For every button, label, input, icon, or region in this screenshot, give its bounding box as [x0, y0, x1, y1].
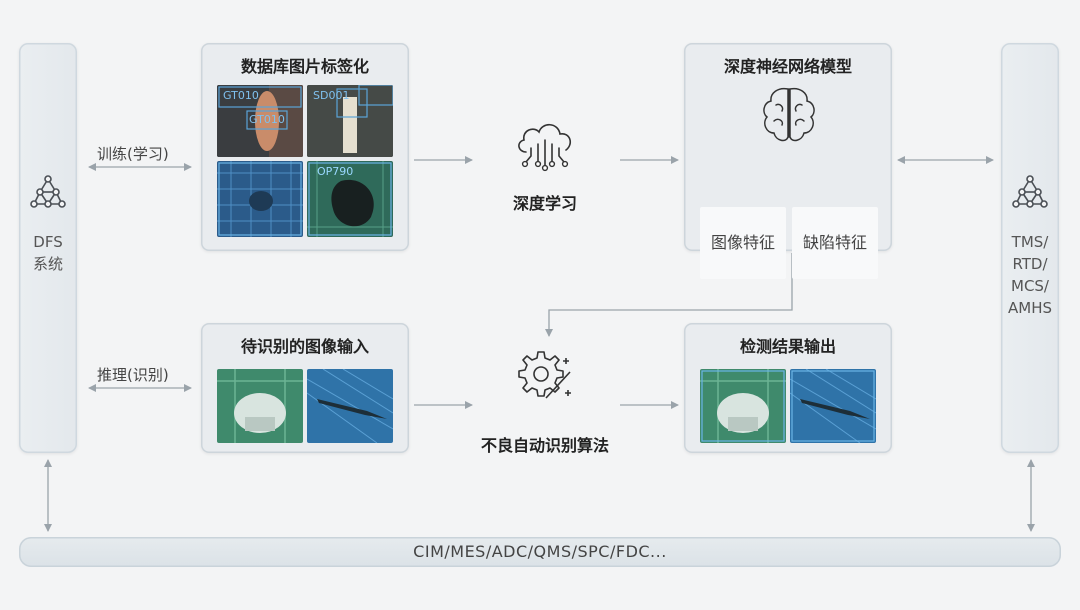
cloud-network-icon — [518, 123, 572, 172]
label-tag: GT010 — [249, 113, 285, 126]
infer-link-label: 推理(识别) — [97, 366, 169, 384]
dnn-model-box: 深度神经网络模型 图像特征 缺陷特征 — [684, 43, 892, 279]
image-feature-cell: 图像特征 — [700, 207, 786, 279]
dfs-label-line1: DFS — [33, 233, 63, 251]
input-image-1-art — [217, 369, 303, 443]
integration-systems-bar: CIM/MES/ADC/QMS/SPC/FDC... — [19, 537, 1061, 567]
input-image-2-art — [307, 369, 393, 443]
labeled-image-1-art — [217, 85, 303, 157]
labeled-image-2: SD001 — [307, 85, 393, 157]
label-tag: GT010 — [223, 89, 259, 102]
label-tag: SD001 — [313, 89, 350, 102]
dfs-system-panel: DFS 系统 — [19, 43, 77, 453]
brain-icon — [763, 87, 815, 142]
tms-label-line1: TMS/ — [1011, 233, 1049, 251]
network-icon — [1012, 175, 1048, 208]
tms-label-line2: RTD/ — [1012, 255, 1048, 273]
labeled-image-4: OP790 — [307, 161, 393, 237]
output-image-2-art — [790, 369, 876, 443]
labeled-image-3-art — [217, 161, 303, 237]
result-output-box: 检测结果输出 — [684, 323, 892, 453]
gear-wand-icon — [518, 351, 571, 399]
labeled-image-1: GT010 GT010 — [217, 85, 303, 157]
dfs-label-line2: 系统 — [32, 255, 63, 273]
tms-system-panel: TMS/ RTD/ MCS/ AMHS — [1001, 43, 1059, 453]
label-tag: OP790 — [317, 165, 354, 178]
labeled-image-4-art — [307, 161, 393, 237]
train-link-label: 训练(学习) — [97, 145, 169, 163]
input-image-box: 待识别的图像输入 — [201, 323, 409, 453]
output-image-1 — [700, 369, 786, 443]
database-labeling-box: 数据库图片标签化 GT010 GT010 SD001 — [201, 43, 409, 251]
database-labeling-title: 数据库图片标签化 — [240, 57, 369, 76]
result-output-title: 检测结果输出 — [739, 337, 836, 356]
dfs-label: DFS 系统 — [19, 231, 77, 275]
input-image-2 — [307, 369, 393, 443]
network-icon — [30, 175, 66, 208]
output-image-2 — [790, 369, 876, 443]
dnn-to-algo-arrow — [545, 253, 793, 337]
tms-label-line4: AMHS — [1007, 299, 1052, 317]
output-image-1-art — [700, 369, 786, 443]
labeled-image-3 — [217, 161, 303, 237]
input-image-title: 待识别的图像输入 — [240, 337, 369, 356]
input-image-1 — [217, 369, 303, 443]
dnn-model-title: 深度神经网络模型 — [723, 57, 852, 76]
deep-learning-label: 深度学习 — [512, 194, 577, 213]
tms-label: TMS/ RTD/ MCS/ AMHS — [1001, 231, 1059, 319]
algorithm-label: 不良自动识别算法 — [480, 436, 609, 455]
labeled-image-2-art — [307, 85, 393, 157]
defect-feature-cell: 缺陷特征 — [792, 207, 878, 279]
tms-label-line3: MCS/ — [1011, 277, 1049, 295]
